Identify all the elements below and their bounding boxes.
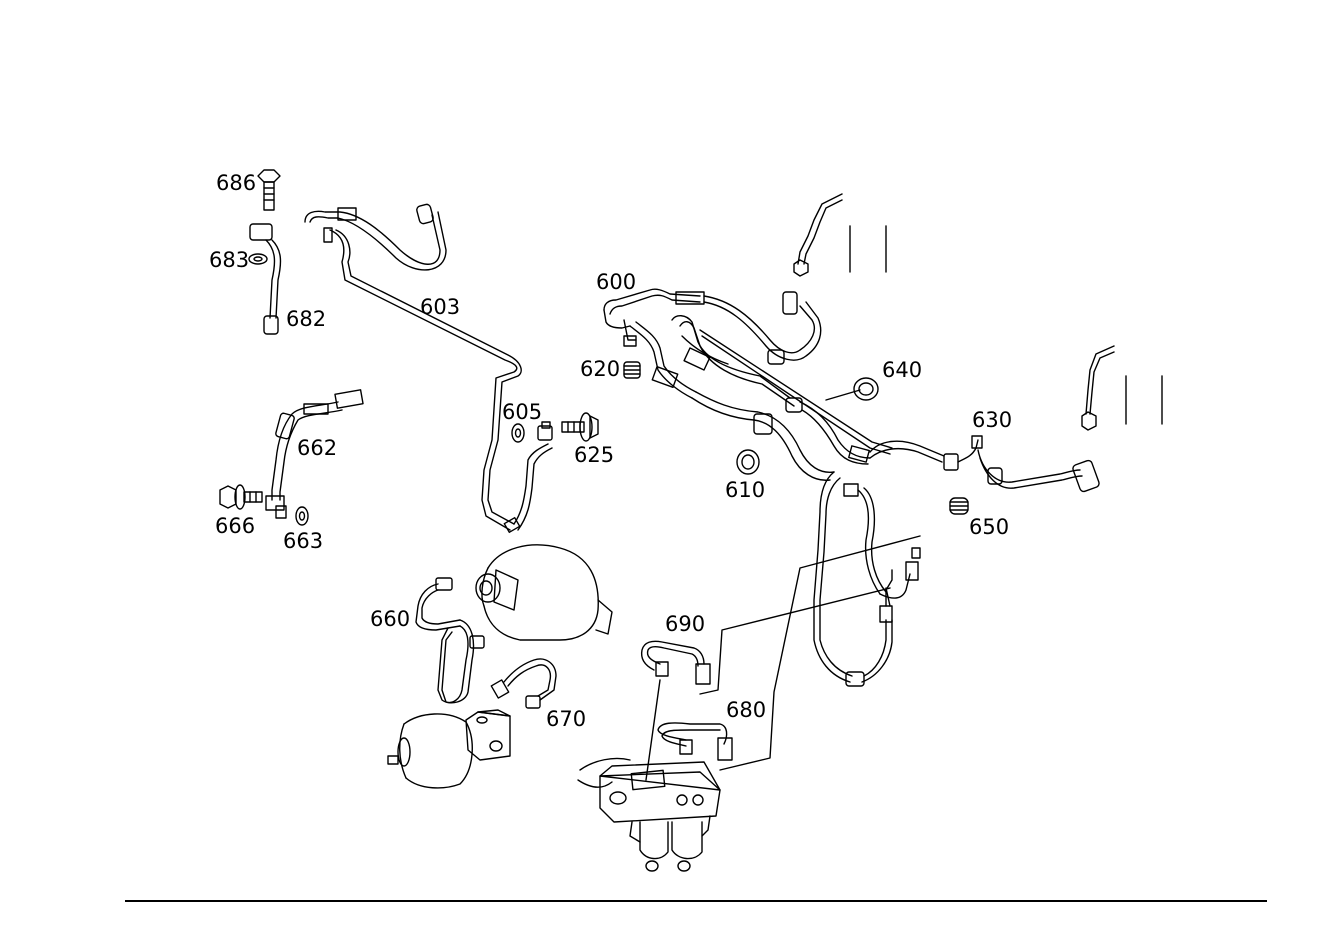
callout-630: 630 (972, 408, 1013, 432)
part-605-fitting (538, 422, 552, 440)
callout-680: 680 (726, 698, 767, 722)
part-620-grommet (624, 362, 640, 378)
part-600-lines-inner (672, 316, 892, 464)
part-upper-right-tube (794, 194, 886, 276)
callout-690: 690 (665, 612, 706, 636)
callout-603: 603 (420, 295, 461, 319)
part-625-bolt (562, 413, 598, 441)
callout-662: 662 (297, 436, 338, 460)
callout-610: 610 (725, 478, 766, 502)
part-662-hose (266, 390, 363, 510)
leader-lines (646, 536, 920, 780)
callout-683: 683 (209, 248, 250, 272)
part-683-washer (249, 254, 267, 264)
callout-682: 682 (286, 307, 327, 331)
part-640-grommet (854, 378, 878, 400)
part-660-pipe (416, 578, 484, 703)
part-670-pipe (491, 659, 556, 708)
part-630-line (870, 436, 1100, 493)
part-603-pipe (305, 203, 552, 532)
callout-650: 650 (969, 515, 1010, 539)
part-690-line (642, 641, 710, 684)
hydraulic-block (578, 758, 720, 871)
callout-625: 625 (574, 443, 615, 467)
callout-660: 660 (370, 607, 411, 631)
part-680-line (658, 723, 732, 760)
callout-600: 600 (596, 270, 637, 294)
part-666-bolt (220, 485, 262, 509)
callout-640: 640 (882, 358, 923, 382)
part-610-grommet (737, 450, 759, 474)
footer-rule (125, 900, 1267, 902)
callout-605: 605 (502, 400, 543, 424)
callout-686: 686 (216, 171, 257, 195)
reservoir-tank (476, 545, 612, 640)
part-663-washer (296, 507, 308, 525)
callout-620: 620 (580, 357, 621, 381)
part-600-pipe (604, 289, 834, 480)
part-right-tube (1082, 346, 1162, 430)
part-650-grommet (950, 498, 968, 514)
callout-666: 666 (215, 514, 256, 538)
callout-663: 663 (283, 529, 324, 553)
callout-670: 670 (546, 707, 587, 731)
part-686-bolt (258, 170, 280, 210)
part-663-fitting (276, 506, 286, 518)
pump-assembly (388, 710, 510, 788)
part-605-washer (512, 424, 524, 442)
part-682-hose (250, 224, 280, 334)
part-600-loop (814, 472, 920, 686)
